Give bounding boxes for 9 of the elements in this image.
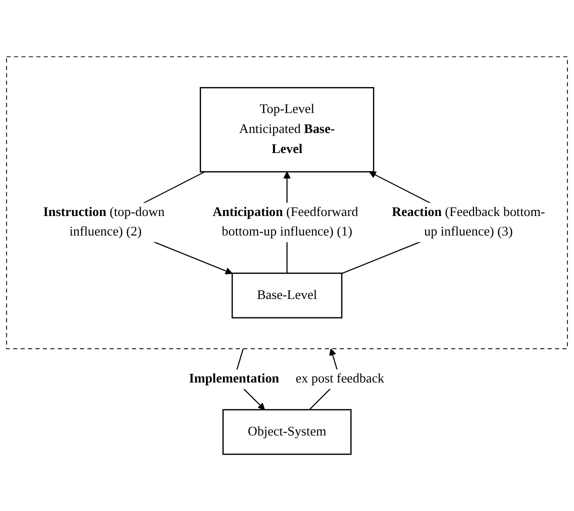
edge-label: Implementation — [188, 372, 280, 386]
cluster — [6, 56, 568, 350]
node-box: Top-Level Anticipated Base-Level — [200, 87, 374, 172]
node-box: Object-System — [222, 409, 352, 455]
edge-label: Instruction (top-down influence) (2) — [43, 205, 165, 240]
edge-label: ex post feedback — [296, 372, 384, 386]
node-box: Base-Level — [232, 272, 342, 318]
edge-label: Reaction (Feedback bottom-up influence) (3) — [392, 205, 546, 240]
edge-label: Anticipation (Feedforward bottom-up influence) (1) — [212, 205, 358, 240]
